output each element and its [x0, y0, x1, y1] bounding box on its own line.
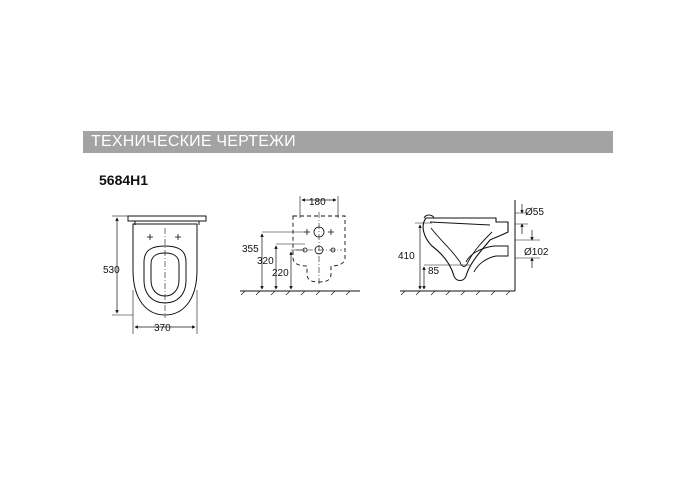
top-view-drawing — [112, 215, 207, 334]
dim-85-label: 85 — [428, 266, 440, 277]
section-header-bar: ТЕХНИЧЕСКИЕ ЧЕРТЕЖИ — [83, 131, 613, 153]
rear-view-drawing — [240, 196, 360, 296]
dim-width-label: 370 — [154, 323, 171, 334]
dim-355-label: 355 — [242, 244, 259, 255]
model-code: 5684H1 — [99, 172, 149, 188]
dim-depth-label: 530 — [103, 265, 120, 276]
dim-410-label: 410 — [398, 251, 415, 262]
fixing-bolt-marks — [147, 234, 181, 240]
side-view-drawing — [400, 200, 540, 296]
dim-d55-label: Ø55 — [525, 207, 544, 218]
dim-spacing-label: 180 — [309, 197, 326, 208]
dim-220-label: 220 — [272, 268, 289, 279]
dim-320-label: 320 — [257, 256, 274, 267]
dim-d102-label: Ø102 — [524, 247, 549, 258]
section-title: ТЕХНИЧЕСКИЕ ЧЕРТЕЖИ — [91, 133, 296, 150]
